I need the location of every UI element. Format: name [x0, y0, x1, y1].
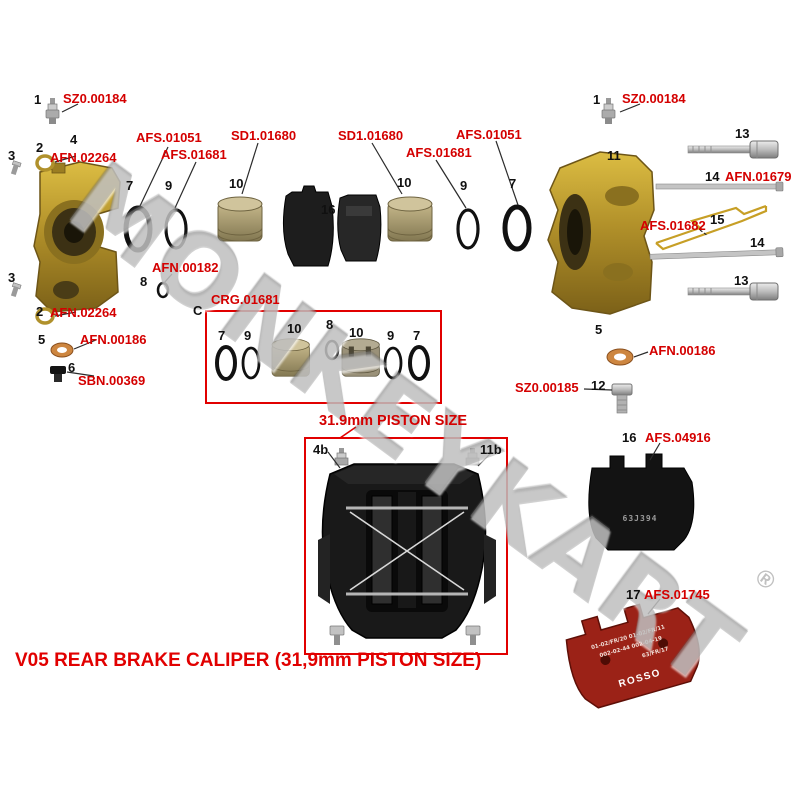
kit-number-7a: 7: [218, 328, 226, 343]
kit-number-9a: 9: [244, 328, 252, 343]
part-label-afs01745: AFS.01745: [644, 587, 710, 602]
item-number-6: 6: [68, 360, 76, 375]
item-number-15: 15: [710, 212, 725, 227]
part-label-sz000184-left: SZ0.00184: [63, 91, 127, 106]
item-number-11b: 11b: [480, 442, 502, 457]
piston-10-left: [217, 196, 263, 242]
kit-number-8: 8: [326, 317, 334, 332]
item-number-5-right: 5: [595, 322, 603, 337]
label-piston-size: 31.9mm PISTON SIZE: [319, 413, 468, 429]
item-number-1-left: 1: [34, 92, 42, 107]
kit-number-9b: 9: [387, 328, 395, 343]
item-number-14-bottom: 14: [750, 235, 765, 250]
kit-letter-c: C: [193, 303, 203, 318]
diagram-title: V05 REAR BRAKE CALIPER (31,9mm PISTON SI…: [15, 650, 482, 671]
item-number-5-left: 5: [38, 332, 46, 347]
pin-14-top: [655, 181, 784, 192]
part-label-afn00186-left: AFN.00186: [80, 332, 147, 347]
part-label-afs01681-left: AFS.01681: [161, 147, 227, 162]
leader-lines: [54, 103, 709, 615]
brake-pad-black: 63J394: [588, 453, 695, 551]
pin-14-bottom: [649, 247, 784, 260]
bolt-13-bottom: [687, 282, 779, 301]
part-label-afn00182: AFN.00182: [152, 260, 219, 275]
item-number-16-center: 16: [321, 202, 336, 217]
o-ring-7-left: [123, 205, 153, 253]
piston-size-leader: [339, 426, 357, 439]
washer-2-bottom: [35, 307, 55, 325]
part-label-crg01681: CRG.01681: [211, 292, 280, 307]
kit-number-10b: 10: [349, 325, 364, 340]
item-number-17: 17: [626, 587, 641, 602]
o-ring-9-right: [456, 208, 480, 250]
item-number-1-right: 1: [593, 92, 601, 107]
part-label-afn02264-bottom: AFN.02264: [50, 305, 117, 320]
part-label-sd101680-right: SD1.01680: [338, 128, 404, 143]
copper-washer-left: [50, 342, 74, 358]
item-number-7-left: 7: [126, 178, 134, 193]
washer-2-top: [35, 154, 55, 172]
right-caliper-half: [547, 151, 655, 315]
part-label-afn00186-right: AFN.00186: [649, 343, 716, 358]
assembled-caliper: [318, 448, 496, 645]
part-label-afs01681-right: AFS.01681: [406, 145, 472, 160]
bleed-screw-right: [601, 98, 616, 124]
seal-kit-contents: [215, 338, 430, 381]
part-label-sz000184-right: SZ0.00184: [622, 91, 686, 106]
plug-6: [50, 366, 66, 382]
copper-washer-right: [606, 348, 634, 366]
item-number-9-left: 9: [165, 178, 173, 193]
item-number-10-left: 10: [229, 176, 244, 191]
item-number-3-bottom: 3: [8, 270, 16, 285]
part-label-sbn00369: SBN.00369: [78, 373, 146, 388]
part-label-afs01682: AFS.01682: [640, 218, 706, 233]
left-caliper-half: [33, 161, 121, 313]
bleed-screw-left: [45, 98, 60, 124]
item-number-4b: 4b: [313, 442, 329, 457]
screw-3-top: [10, 160, 22, 176]
spring-clip-15: [655, 204, 768, 251]
part-label-sd101680-left: SD1.01680: [231, 128, 297, 143]
piston-size-box: [304, 437, 508, 655]
item-number-8: 8: [140, 274, 148, 289]
part-label-sz000185: SZ0.00185: [515, 380, 579, 395]
item-number-13-bottom: 13: [734, 273, 749, 288]
part-label-afn02264-top: AFN.02264: [50, 150, 117, 165]
part-label-afs01051-left: AFS.01051: [136, 130, 202, 145]
part-label-afs04916: AFS.04916: [645, 430, 711, 445]
item-number-4: 4: [70, 132, 78, 147]
item-number-9-right: 9: [460, 178, 468, 193]
o-ring-9-left: [164, 208, 188, 250]
item-number-16-right: 16: [622, 430, 637, 445]
item-number-13-top: 13: [735, 126, 750, 141]
item-number-11: 11: [607, 148, 621, 163]
piston-10-right: [387, 196, 433, 242]
item-number-14-top: 14: [705, 169, 720, 184]
item-number-2-bottom: 2: [36, 304, 44, 319]
kit-number-10a: 10: [287, 321, 302, 336]
o-ring-7-right: [502, 204, 532, 252]
item-number-2-top: 2: [36, 140, 44, 155]
item-number-7-right: 7: [509, 176, 517, 191]
item-number-12: 12: [591, 378, 606, 393]
bolt-12: [611, 383, 633, 414]
center-brake-pads-16: [282, 185, 382, 267]
o-ring-8: [156, 281, 170, 299]
part-label-afs01051-right: AFS.01051: [456, 127, 522, 142]
brake-pad-rosso: 01-02/FR/20 01-02/FR/11 002-02-44 002-04…: [565, 603, 700, 709]
kit-number-7b: 7: [413, 328, 421, 343]
black-pad-code: 63J394: [623, 514, 658, 523]
part-label-afn01679: AFN.01679: [725, 169, 792, 184]
bolt-13-top: [687, 140, 779, 159]
item-number-10-right: 10: [397, 175, 412, 190]
item-number-3-top: 3: [8, 148, 16, 163]
seal-kit-box: [205, 310, 442, 404]
screw-3-bottom: [10, 282, 22, 298]
